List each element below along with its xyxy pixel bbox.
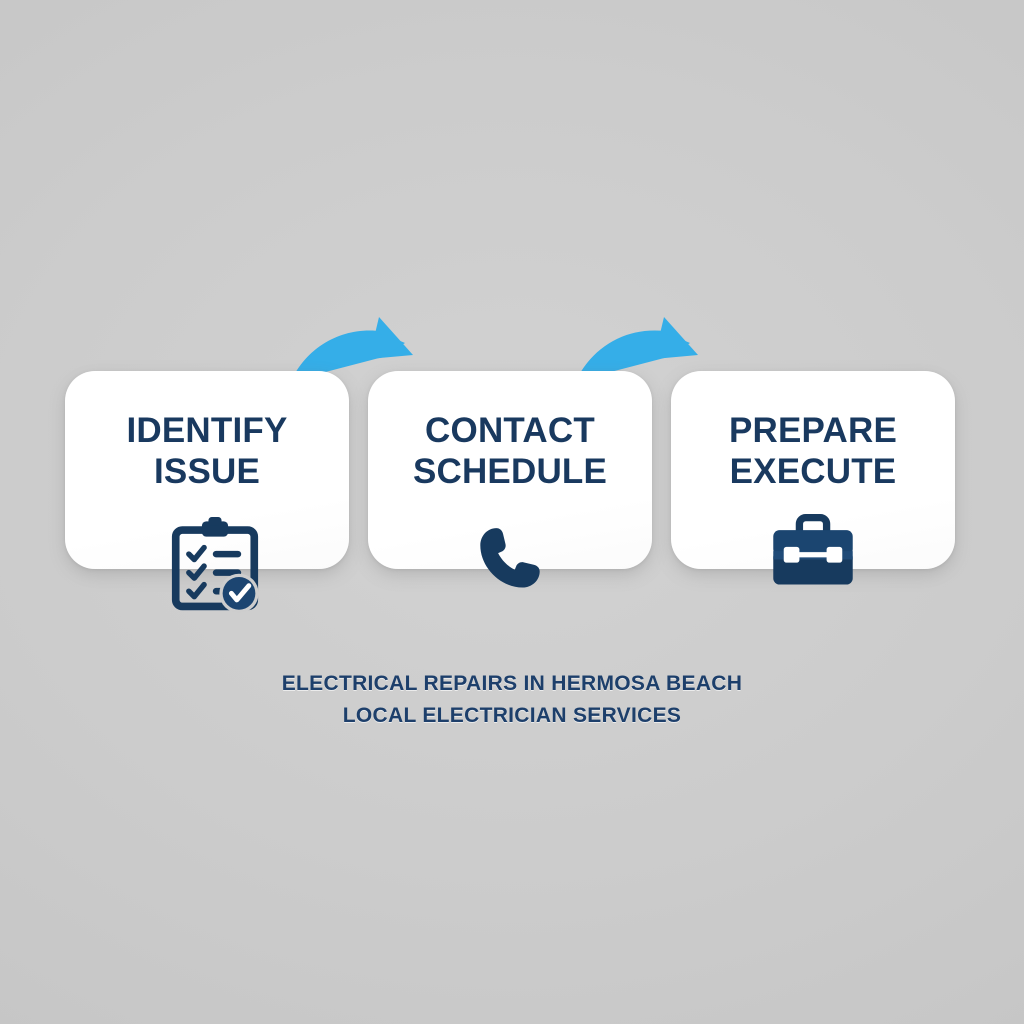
- step-title-line-1: CONTACT: [425, 411, 595, 450]
- step-title: IDENTIFY ISSUE: [65, 411, 349, 493]
- phone-handset-icon: [480, 528, 540, 588]
- step-card-contact-schedule[interactable]: CONTACT SCHEDULE: [368, 371, 652, 588]
- curved-arrow-right-icon: [291, 317, 413, 383]
- caption-line-1: ELECTRICAL REPAIRS IN HERMOSA BEACH: [281, 672, 743, 695]
- caption: ELECTRICAL REPAIRS IN HERMOSA BEACH LOCA…: [0, 668, 1024, 731]
- curved-arrow-right-icon: [576, 317, 698, 383]
- step-title-line-2: ISSUE: [153, 451, 261, 491]
- step-title-line-2: SCHEDULE: [412, 451, 608, 491]
- step-title-line-1: PREPARE: [728, 411, 897, 450]
- toolbox-icon: [773, 513, 853, 585]
- step-title-line-1: IDENTIFY: [126, 411, 288, 450]
- step-card-prepare-execute[interactable]: PREPARE EXECUTE: [671, 371, 955, 585]
- caption-line-2: LOCAL ELECTRICIAN SERVICES: [342, 703, 682, 727]
- clipboard-checklist-icon: [171, 517, 259, 613]
- process-steps-row: IDENTIFY ISSUE: [65, 371, 955, 613]
- step-title-line-2: EXECUTE: [729, 451, 897, 491]
- step-title: PREPARE EXECUTE: [671, 411, 955, 493]
- step-title: CONTACT SCHEDULE: [368, 411, 652, 493]
- step-card-identify-issue[interactable]: IDENTIFY ISSUE: [65, 371, 349, 613]
